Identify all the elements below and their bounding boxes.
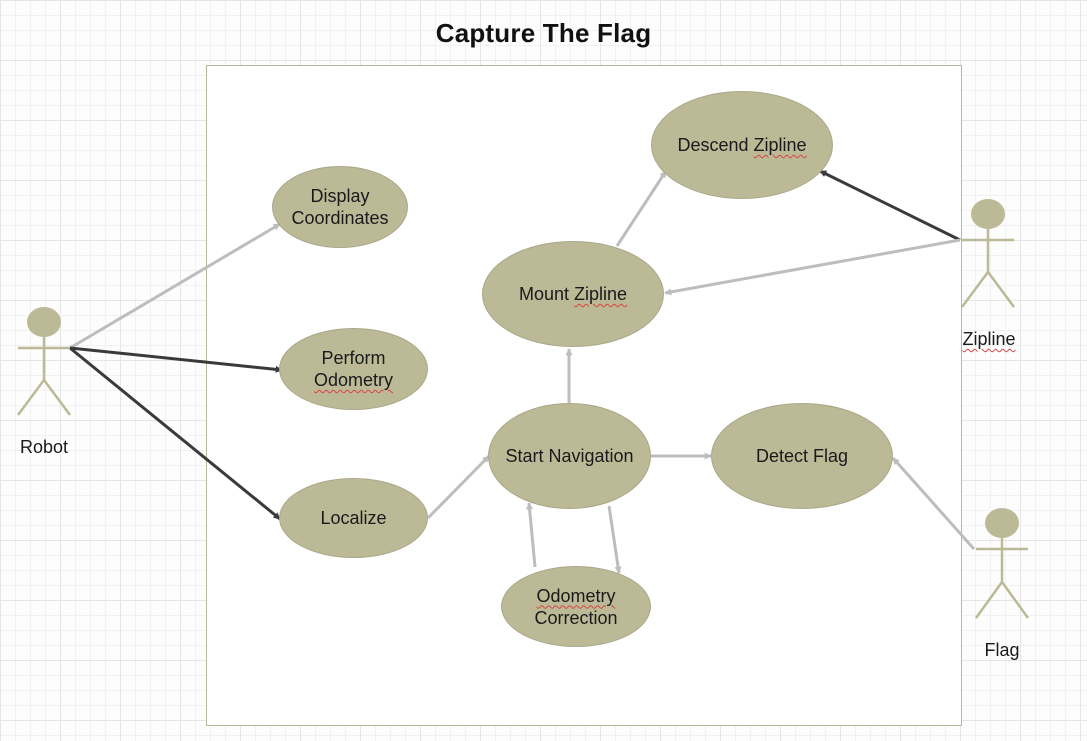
- edge-robot-localize: [69, 346, 281, 521]
- flag-actor-icon: [974, 508, 1030, 619]
- edge-robot-perform-odometry: [69, 346, 283, 373]
- edge-robot-display-coordinates: [69, 222, 281, 350]
- robot-actor-label: Robot: [19, 437, 69, 457]
- edge-localize-start-navigation: [426, 454, 491, 520]
- use-case-mount-zipline-word-2: Zipline: [574, 284, 628, 304]
- use-case-odometry-correction[interactable]: Odometry Correction: [501, 566, 651, 647]
- use-case-descend-zipline[interactable]: Descend Zipline: [651, 91, 833, 199]
- use-case-descend-zipline-word-1: Descend: [677, 135, 749, 155]
- flag-actor-label: Flag: [984, 640, 1020, 660]
- edge-mount-zipline-descend-zipline: [615, 170, 668, 247]
- edge-zipline-descend-zipline: [819, 169, 961, 242]
- edge-zipline-mount-zipline: [664, 238, 961, 296]
- use-case-start-navigation-label: Start Navigation: [505, 446, 634, 466]
- use-case-descend-zipline-word-2: Zipline: [753, 135, 807, 155]
- use-case-localize[interactable]: Localize: [279, 478, 428, 558]
- diagram-title: Capture The Flag: [435, 18, 652, 48]
- use-case-localize-label: Localize: [320, 508, 387, 528]
- use-case-odometry-correction-line-2: Correction: [534, 607, 618, 628]
- zipline-actor-label: Zipline: [939, 329, 1039, 350]
- use-case-display-coordinates[interactable]: Display Coordinates: [272, 166, 408, 248]
- edge-odometry-correction-start-navigation: [526, 502, 537, 568]
- use-case-perform-odometry[interactable]: Perform Odometry: [279, 328, 428, 410]
- use-case-display-coordinates-line-1: Display: [310, 186, 370, 206]
- edge-start-navigation-odometry-correction: [607, 505, 622, 574]
- use-case-mount-zipline-word-1: Mount: [518, 284, 569, 304]
- use-case-perform-odometry-line-2: Odometry: [313, 370, 394, 390]
- use-case-mount-zipline[interactable]: Mount Zipline: [482, 241, 664, 347]
- use-case-detect-flag-label: Detect Flag: [755, 446, 849, 466]
- zipline-actor-label-text: Zipline: [962, 329, 1016, 349]
- use-case-odometry-correction-line-1: Odometry: [536, 585, 616, 606]
- use-case-display-coordinates-line-2: Coordinates: [291, 208, 389, 228]
- use-case-start-navigation[interactable]: Start Navigation: [488, 403, 651, 509]
- use-case-detect-flag[interactable]: Detect Flag: [711, 403, 893, 509]
- use-case-perform-odometry-line-1: Perform: [321, 348, 386, 368]
- zipline-actor-icon: [960, 199, 1016, 308]
- edge-flag-detect-flag: [891, 457, 976, 550]
- robot-actor-icon: [16, 307, 72, 416]
